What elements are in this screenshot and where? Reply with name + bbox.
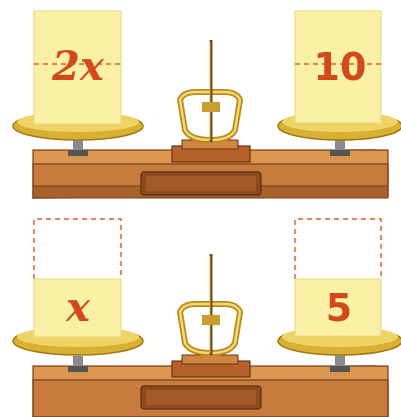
ghost-outline-right bbox=[295, 219, 381, 279]
weight-card-x: x bbox=[34, 279, 121, 337]
weight-card-2x: 2x bbox=[34, 11, 121, 124]
balance-indicator-bottom bbox=[172, 254, 250, 377]
balance-scale-top: 2x 10 bbox=[13, 11, 401, 198]
card-label-2x: 2x bbox=[51, 43, 105, 90]
card-label-5: 5 bbox=[326, 286, 352, 330]
weight-card-5: 5 bbox=[295, 279, 381, 336]
card-label-x: x bbox=[65, 284, 91, 331]
card-label-10: 10 bbox=[314, 45, 367, 89]
weight-card-10: 10 bbox=[295, 11, 381, 123]
balance-scale-bottom: x 5 bbox=[13, 219, 401, 417]
ghost-outline-left bbox=[34, 219, 121, 279]
balance-indicator-top bbox=[172, 40, 250, 162]
